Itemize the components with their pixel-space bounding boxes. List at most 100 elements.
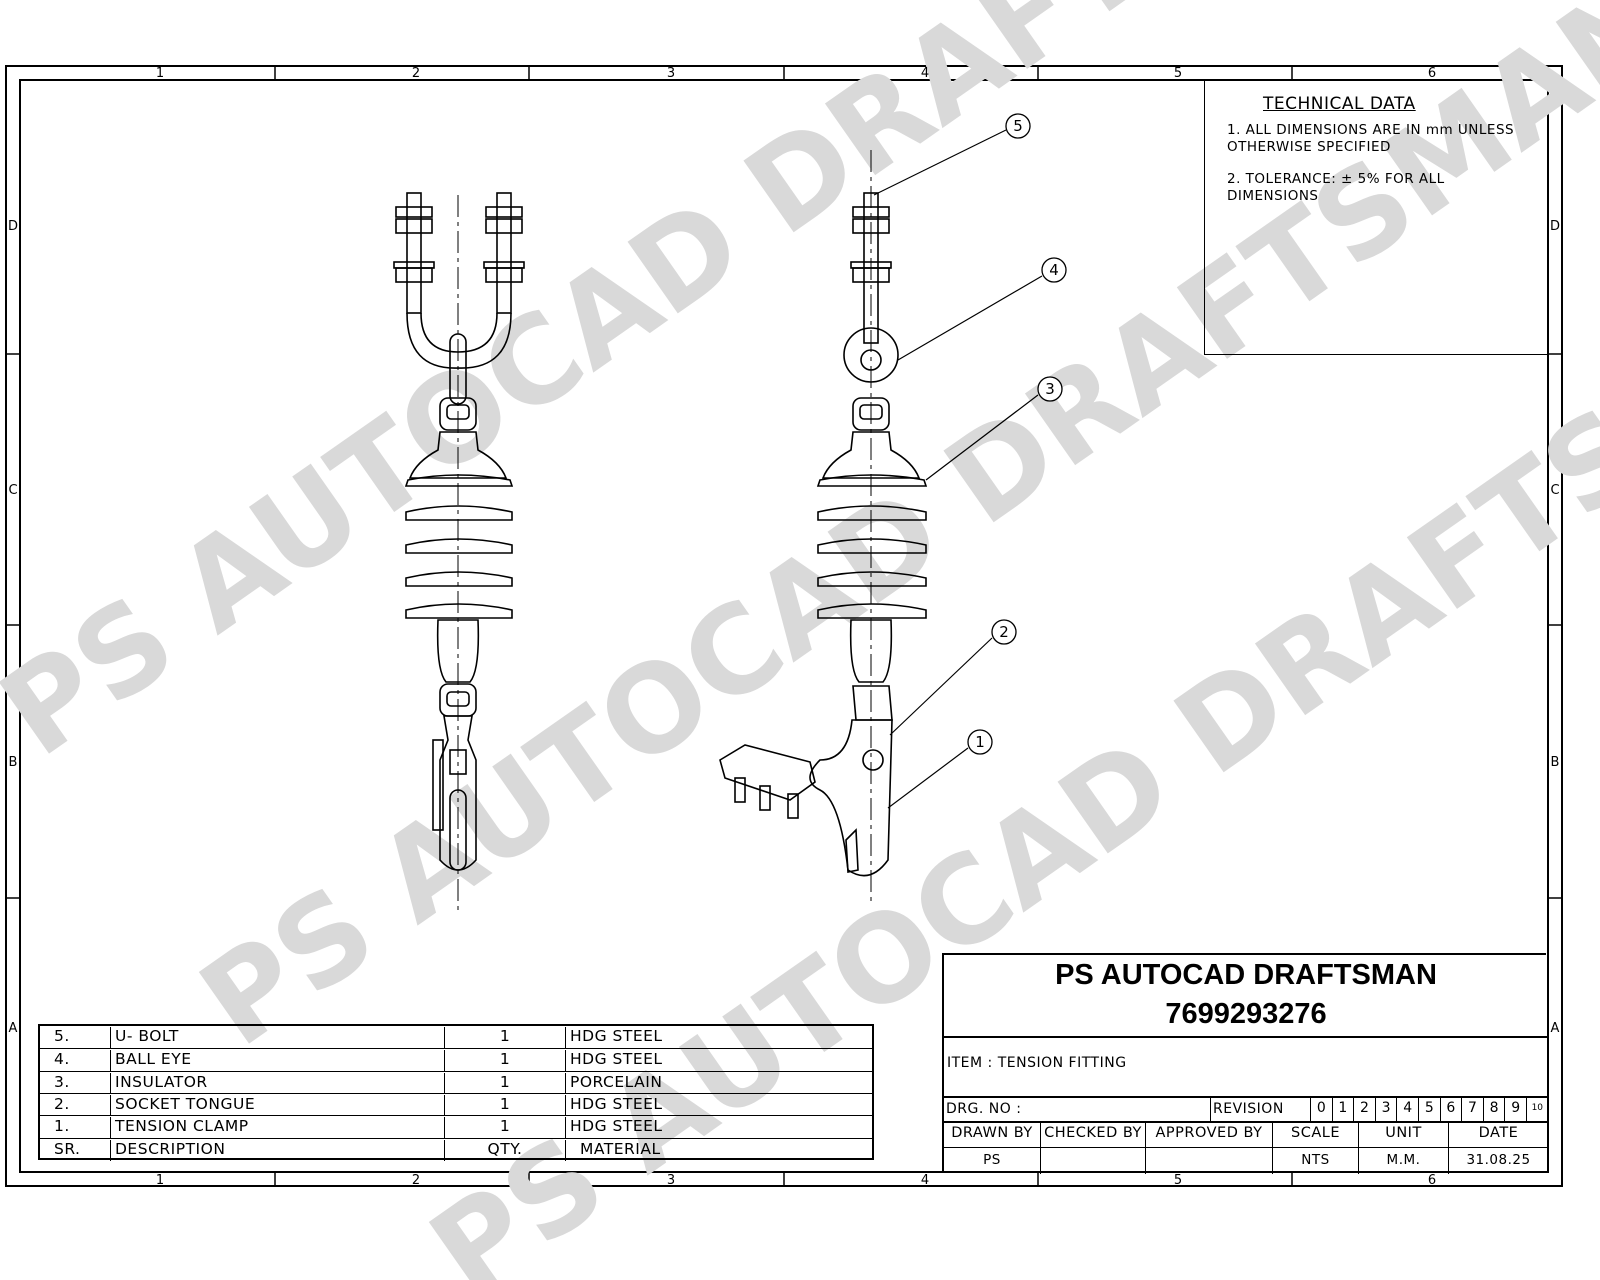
bom-cell-qty: 1 xyxy=(444,1050,565,1072)
note-line: 2. TOLERANCE: ± 5% FOR ALL xyxy=(1227,171,1445,187)
zone-column-label: 2 xyxy=(412,1173,420,1188)
signoff-header: SCALE xyxy=(1272,1121,1358,1147)
bom-cell-material: HDG STEEL xyxy=(565,1050,872,1072)
bom-cell-description: TENSION CLAMP xyxy=(110,1117,444,1139)
zone-row-label: C xyxy=(1550,483,1559,498)
signoff-value: 31.08.25 xyxy=(1448,1147,1548,1174)
bom-cell-description: BALL EYE xyxy=(110,1050,444,1072)
zone-row-label: A xyxy=(1551,1021,1560,1036)
revision-box: 4 xyxy=(1396,1096,1418,1121)
revision-box: 6 xyxy=(1439,1096,1462,1121)
balloon-number: 3 xyxy=(1045,380,1055,398)
bom-cell-material: HDG STEEL xyxy=(565,1094,872,1116)
revision-box: 3 xyxy=(1374,1096,1397,1121)
title-block: PS AUTOCAD DRAFTSMAN 7699293276 ITEM : T… xyxy=(942,953,1548,1174)
company-phone: 7699293276 xyxy=(1165,998,1327,1030)
bom-cell-qty: 1 xyxy=(444,1072,565,1094)
zone-row-label: B xyxy=(1551,755,1560,770)
balloon-number: 4 xyxy=(1049,261,1059,279)
zone-column-label: 1 xyxy=(156,66,164,81)
balloon-leaders xyxy=(873,129,1043,809)
item-balloon: 5 xyxy=(1005,113,1031,139)
item-balloon: 3 xyxy=(1037,376,1063,402)
front-view-assembly xyxy=(393,192,525,910)
company-name: PS AUTOCAD DRAFTSMAN xyxy=(1055,959,1437,991)
zone-row-label: C xyxy=(8,483,17,498)
revision-box: 0 xyxy=(1310,1096,1332,1121)
signoff-value: M.M. xyxy=(1358,1147,1448,1174)
zone-row-label: D xyxy=(8,219,18,234)
zone-column-label: 3 xyxy=(667,66,675,81)
revision-label: REVISION xyxy=(1213,1101,1284,1117)
signoff-header: DRAWN BY xyxy=(951,1125,1033,1141)
signoff-header: DATE xyxy=(1448,1121,1548,1147)
item-balloon: 1 xyxy=(967,729,993,755)
revision-box: 10 xyxy=(1526,1096,1548,1121)
balloon-number: 2 xyxy=(999,623,1009,641)
bom-cell-material: MATERIAL xyxy=(565,1139,872,1161)
bom-cell-material: HDG STEEL xyxy=(565,1027,872,1048)
signoff-value: NTS xyxy=(1272,1147,1358,1174)
zone-column-label: 4 xyxy=(921,1173,929,1188)
bom-cell-description: INSULATOR xyxy=(110,1072,444,1094)
bom-cell-sr: 5. xyxy=(54,1027,70,1045)
revision-box: 8 xyxy=(1482,1096,1505,1121)
zone-column-label: 6 xyxy=(1428,1173,1436,1188)
bom-cell-description: U- BOLT xyxy=(110,1027,444,1048)
revision-box: 7 xyxy=(1461,1096,1483,1121)
zone-row-label: B xyxy=(9,755,18,770)
bom-cell-qty: 1 xyxy=(444,1094,565,1116)
zone-ticks xyxy=(6,66,1562,1186)
drg-no-label: DRG. NO : xyxy=(946,1101,1022,1117)
bom-cell-qty: 1 xyxy=(444,1117,565,1139)
bom-cell-qty: QTY. xyxy=(444,1139,565,1161)
revision-box: 5 xyxy=(1418,1096,1440,1121)
bom-cell-qty: 1 xyxy=(444,1027,565,1048)
technical-data-heading: TECHNICAL DATA xyxy=(1263,94,1416,114)
revision-box: 2 xyxy=(1353,1096,1375,1121)
signoff-header: UNIT xyxy=(1358,1121,1448,1147)
zone-column-label: 3 xyxy=(667,1173,675,1188)
bom-cell-sr: 2. xyxy=(54,1094,70,1113)
zone-row-label: A xyxy=(9,1021,18,1036)
revision-box: 9 xyxy=(1504,1096,1526,1121)
signoff-value xyxy=(1145,1147,1272,1174)
bom-cell-sr: 1. xyxy=(54,1117,70,1136)
technical-data-box: TECHNICAL DATA 1. ALL DIMENSIONS ARE IN … xyxy=(1204,80,1549,355)
item-balloon: 2 xyxy=(991,619,1017,645)
signoff-value xyxy=(1040,1147,1145,1174)
balloon-number: 1 xyxy=(975,733,985,751)
signoff-header: CHECKED BY xyxy=(1040,1121,1145,1147)
side-view-assembly xyxy=(719,150,928,905)
bom-cell-description: SOCKET TONGUE xyxy=(110,1094,444,1116)
zone-column-label: 1 xyxy=(156,1173,164,1188)
zone-column-label: 4 xyxy=(921,66,929,81)
bom-cell-sr: 3. xyxy=(54,1072,70,1091)
note-line: 1. ALL DIMENSIONS ARE IN mm UNLESS xyxy=(1227,122,1515,138)
note-line: OTHERWISE SPECIFIED xyxy=(1227,139,1391,155)
bom-cell-description: DESCRIPTION xyxy=(110,1139,444,1161)
note-line: DIMENSIONS xyxy=(1227,188,1319,204)
bom-cell-sr: SR. xyxy=(54,1139,81,1158)
revision-box: 1 xyxy=(1331,1096,1354,1121)
zone-column-label: 5 xyxy=(1174,66,1182,81)
zone-column-label: 5 xyxy=(1174,1173,1182,1188)
item-balloon: 4 xyxy=(1041,257,1067,283)
item-label: ITEM : TENSION FITTING xyxy=(947,1055,1127,1071)
bom-cell-material: PORCELAIN xyxy=(565,1072,872,1094)
signoff-value: PS xyxy=(944,1147,1040,1174)
balloon-number: 5 xyxy=(1013,117,1023,135)
bom-cell-material: HDG STEEL xyxy=(565,1117,872,1139)
signoff-header: APPROVED BY xyxy=(1145,1121,1272,1147)
zone-column-label: 2 xyxy=(412,66,420,81)
